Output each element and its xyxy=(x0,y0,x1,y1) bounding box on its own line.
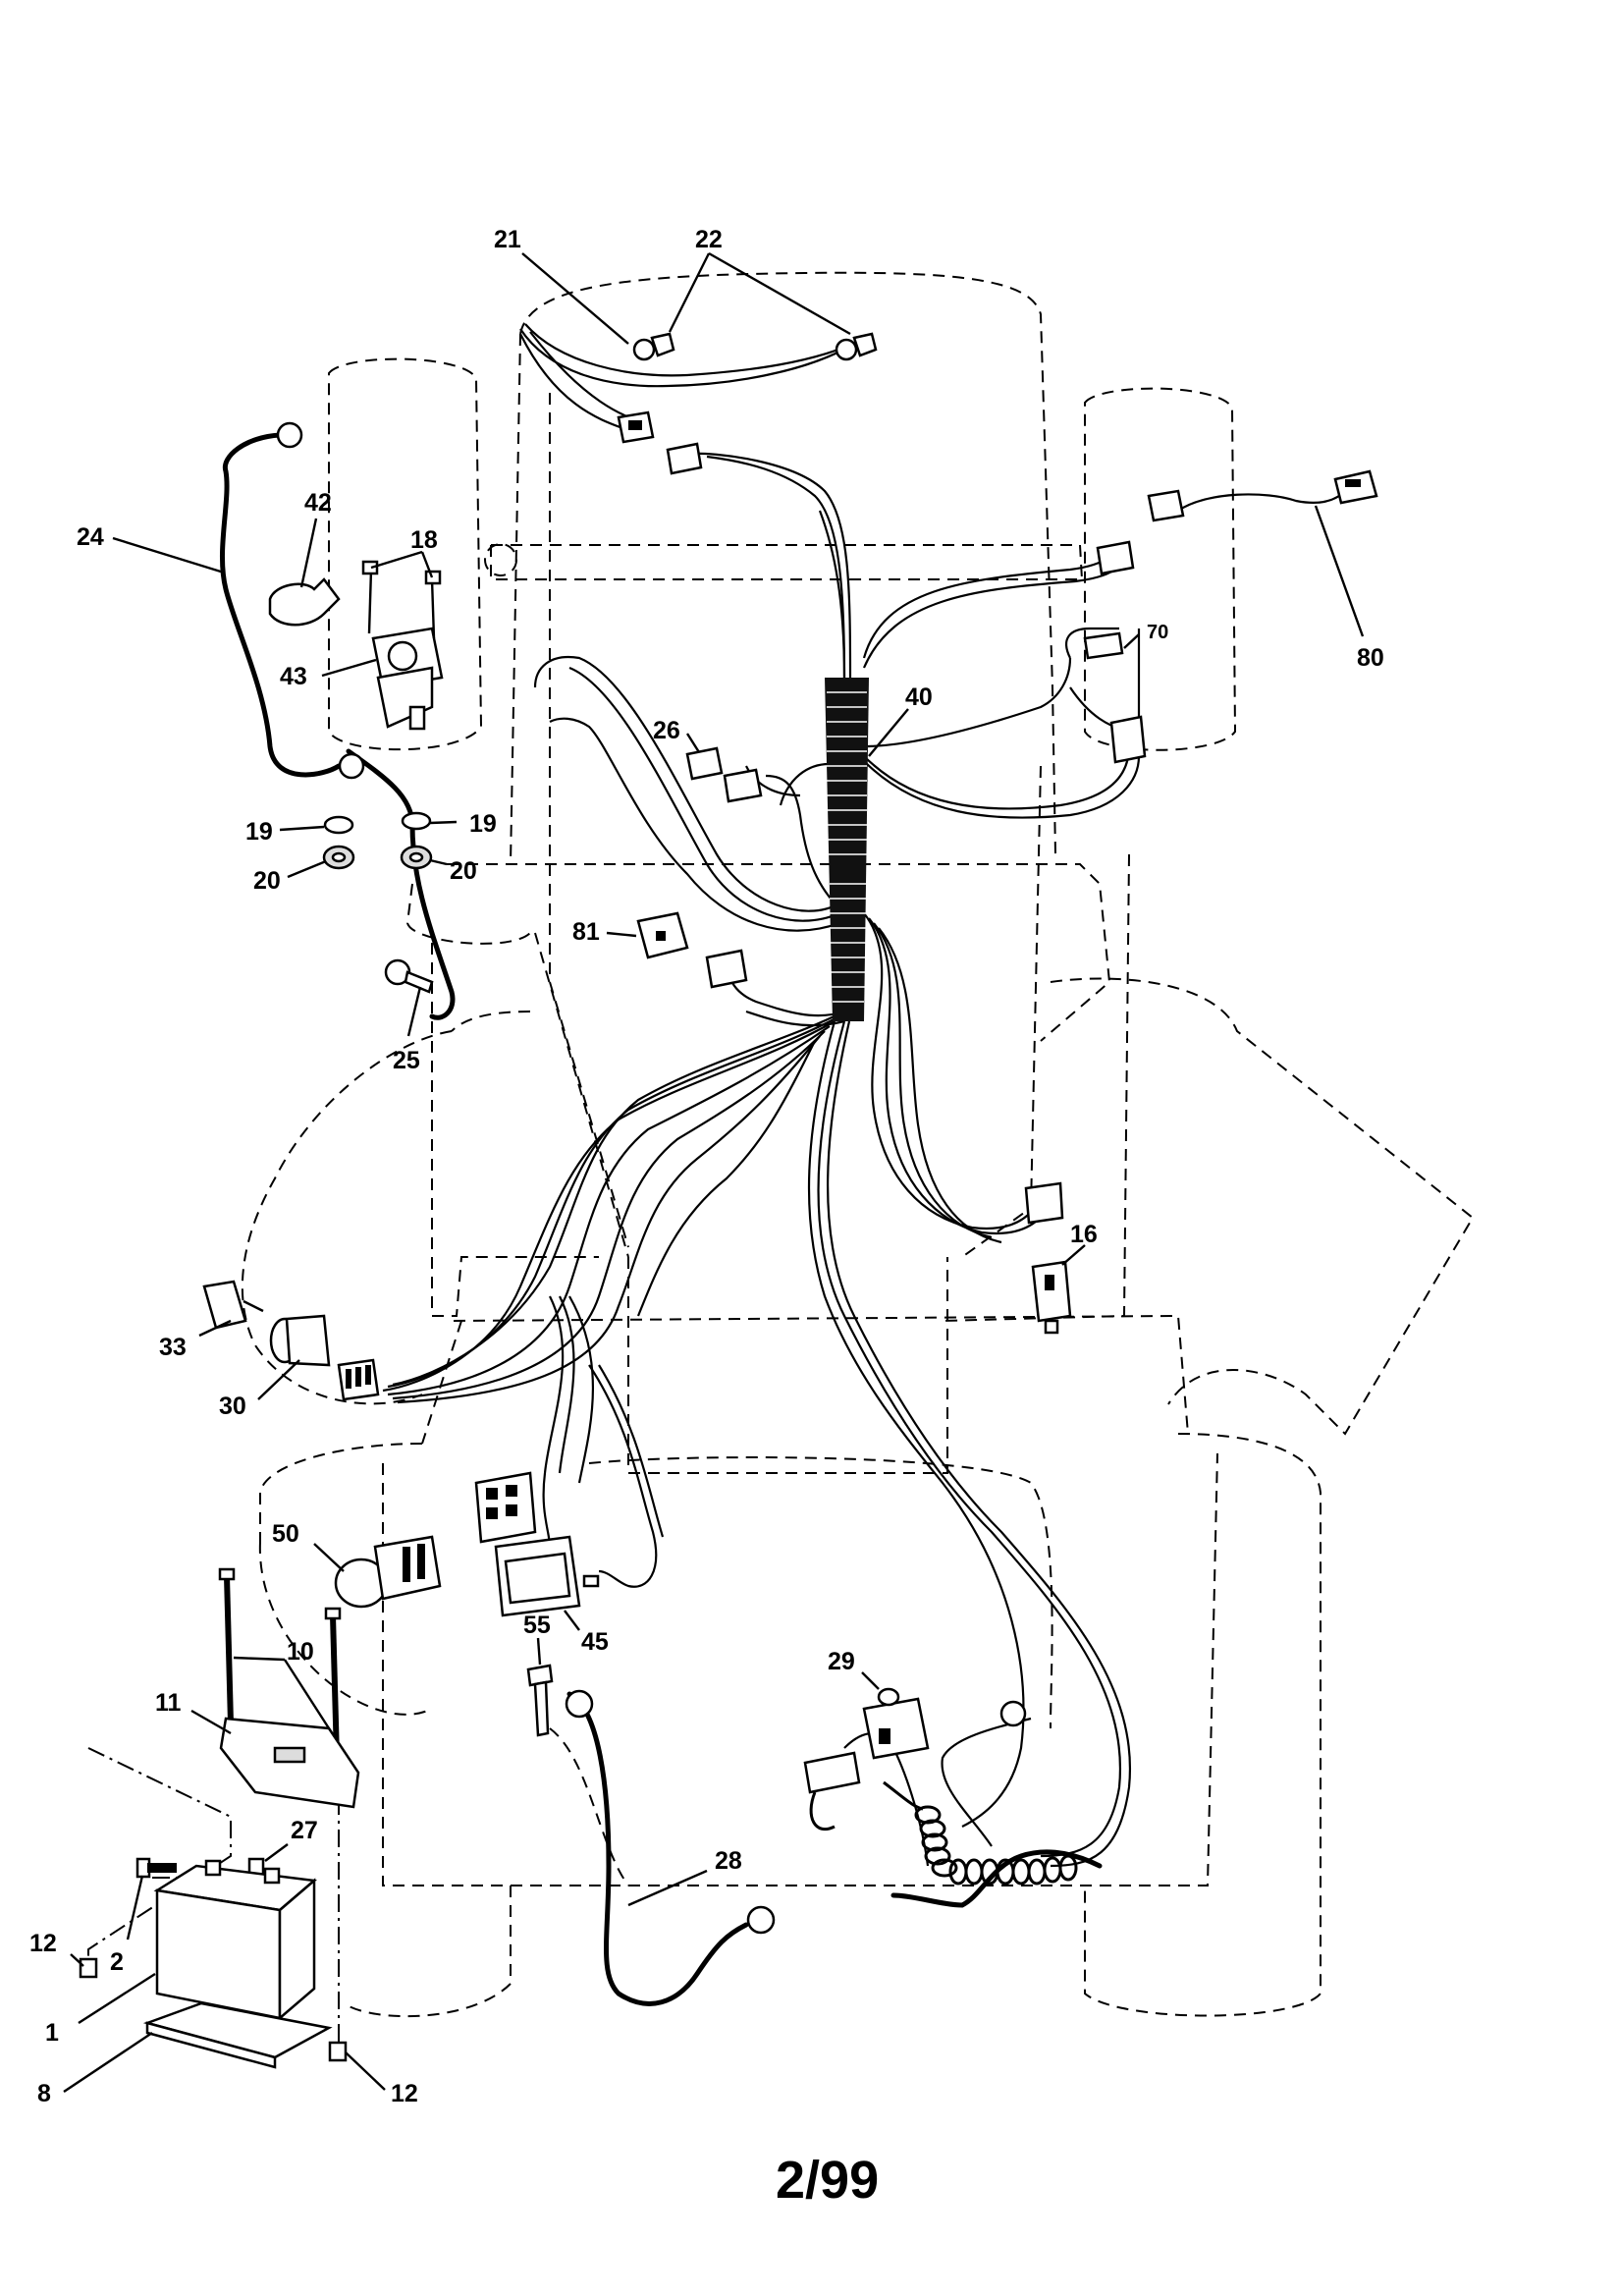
callout-28: 28 xyxy=(715,1847,742,1875)
connector-70b xyxy=(1109,715,1147,764)
callout-10: 10 xyxy=(287,1638,314,1666)
key-33 xyxy=(202,1280,264,1330)
callout-12a: 12 xyxy=(29,1930,57,1957)
cables xyxy=(219,432,1103,2006)
callout-2: 2 xyxy=(110,1948,124,1976)
ring-terminal-28a xyxy=(565,1689,594,1719)
connector-70a xyxy=(1096,540,1135,575)
callout-80: 80 xyxy=(1357,644,1384,672)
boot-42 xyxy=(268,577,341,627)
callout-19b: 19 xyxy=(469,810,497,838)
switch-50 xyxy=(334,1535,442,1609)
switch-16 xyxy=(1031,1260,1072,1335)
ring-terminal-25 xyxy=(384,958,434,994)
nut-20a xyxy=(322,845,355,870)
callout-20a: 20 xyxy=(253,867,281,895)
ring-terminal-24 xyxy=(276,421,303,449)
headlight-socket-left xyxy=(632,332,675,361)
connector-81b xyxy=(705,949,748,989)
harness-loom-40 xyxy=(825,678,869,1021)
leaders xyxy=(63,251,1365,2093)
connector-16 xyxy=(1024,1181,1064,1225)
callout-19a: 19 xyxy=(245,818,273,846)
callout-11: 11 xyxy=(155,1689,182,1717)
ring-terminal-solenoid xyxy=(338,752,365,780)
lockwasher-19a xyxy=(323,815,354,835)
callout-25: 25 xyxy=(393,1047,420,1074)
connector-80a xyxy=(1147,489,1185,522)
connector-26a xyxy=(685,746,724,781)
callout-33: 33 xyxy=(159,1334,187,1361)
connector-26b xyxy=(723,768,763,803)
screw-18b xyxy=(424,570,442,639)
callout-30: 30 xyxy=(219,1393,246,1420)
terminal-45 xyxy=(582,1574,600,1588)
callout-55: 55 xyxy=(523,1612,551,1639)
headlight-socket-right xyxy=(835,332,878,361)
callout-70: 70 xyxy=(1147,622,1168,643)
coil-cord-29 xyxy=(809,1780,1078,1886)
rod-10b xyxy=(324,1607,342,1759)
date-code: 2/99 xyxy=(776,2151,879,2210)
relay-81 xyxy=(636,911,689,959)
callout-16: 16 xyxy=(1070,1221,1098,1248)
connector-80b xyxy=(1333,469,1378,505)
nut-20b xyxy=(400,845,433,870)
ignition-switch-30 xyxy=(269,1314,380,1401)
callout-1: 1 xyxy=(45,2019,59,2047)
wire-harness xyxy=(382,323,1141,1868)
cable-80 xyxy=(1177,490,1346,512)
connector-top-a xyxy=(617,410,655,444)
ring-terminal-28b xyxy=(746,1905,776,1935)
callout-24: 24 xyxy=(77,523,104,551)
tractor-outline xyxy=(241,271,1475,2018)
callout-20b: 20 xyxy=(450,857,477,885)
switch-29 xyxy=(862,1687,930,1760)
battery-1 xyxy=(153,1859,317,2021)
clip-12a xyxy=(79,1957,98,1979)
callout-40: 40 xyxy=(905,683,933,711)
callout-27: 27 xyxy=(291,1817,318,1844)
ring-terminal-29 xyxy=(999,1700,1027,1727)
callout-45: 45 xyxy=(581,1628,609,1656)
bolt-2 xyxy=(135,1857,177,1879)
callout-81: 81 xyxy=(572,918,600,946)
callout-8: 8 xyxy=(37,2080,51,2107)
bolt-55 xyxy=(526,1664,554,1737)
callout-26: 26 xyxy=(653,717,680,744)
callout-21: 21 xyxy=(494,226,521,253)
callout-29: 29 xyxy=(828,1648,855,1675)
battery-tray-8 xyxy=(142,2001,333,2069)
rod-10a xyxy=(218,1567,236,1724)
hour-meter-45 xyxy=(494,1535,581,1617)
callout-12b: 12 xyxy=(391,2080,418,2107)
parts xyxy=(79,332,1378,2069)
screw-18a xyxy=(361,560,379,634)
callout-43: 43 xyxy=(280,663,307,690)
lockwasher-19b xyxy=(401,811,432,831)
solenoid-43 xyxy=(371,627,444,731)
callout-18: 18 xyxy=(410,526,438,554)
connector-70c xyxy=(1083,631,1124,660)
connector-top-b xyxy=(666,442,703,475)
callout-50: 50 xyxy=(272,1520,299,1548)
callouts: 21 22 24 42 18 43 19 20 19 20 25 26 40 7… xyxy=(29,226,1384,2107)
connector-29 xyxy=(803,1751,861,1794)
callout-22: 22 xyxy=(695,226,723,253)
callout-42: 42 xyxy=(304,489,332,517)
connector-seat xyxy=(474,1471,537,1544)
clip-12b xyxy=(328,2041,348,2062)
